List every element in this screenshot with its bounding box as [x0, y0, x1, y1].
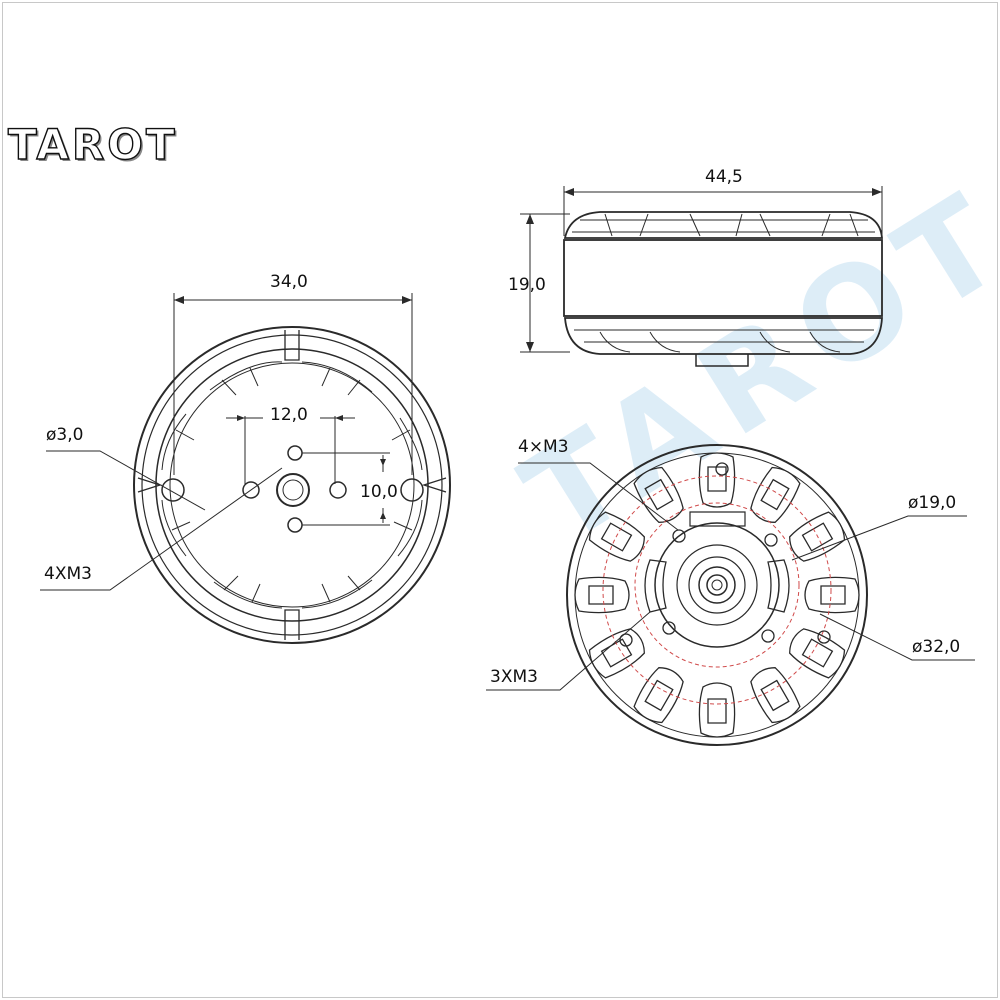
side-view: 44,5 19,0 [508, 167, 883, 367]
bell-4xm3-label: 4×M3 [518, 437, 569, 457]
screw-4xm3-label: 4XM3 [44, 564, 92, 584]
cooling-fin [588, 628, 645, 679]
hole-bottom [287, 517, 303, 533]
motor-side-body [563, 211, 883, 367]
cooling-fin [698, 682, 736, 738]
leader-bell-3xm3: 3XM3 [486, 611, 651, 691]
hole-spacing-v-label: 10,0 [360, 482, 398, 502]
cooling-fin [698, 452, 736, 508]
leader-diameter-32: ø32,0 [819, 613, 975, 661]
circle-32 [602, 475, 832, 705]
mount-view: 34,0 12,0 10,0 [40, 272, 451, 644]
height-label: 19,0 [508, 275, 546, 295]
bell-3xm3-label: 3XM3 [490, 667, 538, 687]
hole-spacing-h-label: 12,0 [270, 405, 308, 425]
leader-bell-4xm3: 4×M3 [518, 437, 679, 531]
dimension-height: 19,0 [508, 213, 570, 353]
dimension-width: 44,5 [563, 167, 883, 236]
bell-holes [619, 462, 831, 647]
shaft-hole [276, 473, 310, 507]
outer-diameter-label: 34,0 [270, 272, 308, 292]
width-label: 44,5 [705, 167, 743, 187]
bell-outline [566, 444, 868, 746]
hole-diameter-label: ø3,0 [46, 425, 83, 445]
diameter-19-label: ø19,0 [908, 493, 956, 513]
leader-hole-diameter: ø3,0 [46, 425, 206, 511]
dimension-hole-spacing-v: 10,0 [302, 452, 398, 526]
circle-19 [634, 502, 800, 668]
cooling-fin [750, 466, 801, 523]
diameter-32-label: ø32,0 [912, 637, 960, 657]
bell-view: 4×M3 3XM3 ø19,0 ø32,0 [486, 437, 975, 746]
cooling-fin [633, 466, 684, 523]
leader-diameter-19: ø19,0 [791, 493, 967, 561]
mount-base-outline [133, 326, 451, 644]
bell-dashed-circles [602, 475, 832, 705]
edge-hole-right [400, 478, 424, 502]
cooling-fin [750, 667, 801, 724]
edge-hole-left [161, 478, 185, 502]
cooling-fin [574, 576, 630, 614]
cooling-fin [804, 576, 860, 614]
cooling-fin [789, 628, 846, 679]
cooling-fin [588, 511, 645, 562]
cooling-fins [574, 452, 860, 738]
leader-screw-4xm3: 4XM3 [40, 467, 283, 591]
cooling-fin [633, 667, 684, 724]
bell-shaft [698, 566, 736, 604]
hole-left [242, 481, 260, 499]
hole-top [287, 445, 303, 461]
tarot-logo: TAROT [7, 119, 178, 169]
hole-right [329, 481, 347, 499]
cooling-fin [789, 511, 846, 562]
dimension-outer-diameter: 34,0 [173, 272, 413, 475]
dimension-hole-spacing-h: 12,0 [226, 405, 355, 484]
